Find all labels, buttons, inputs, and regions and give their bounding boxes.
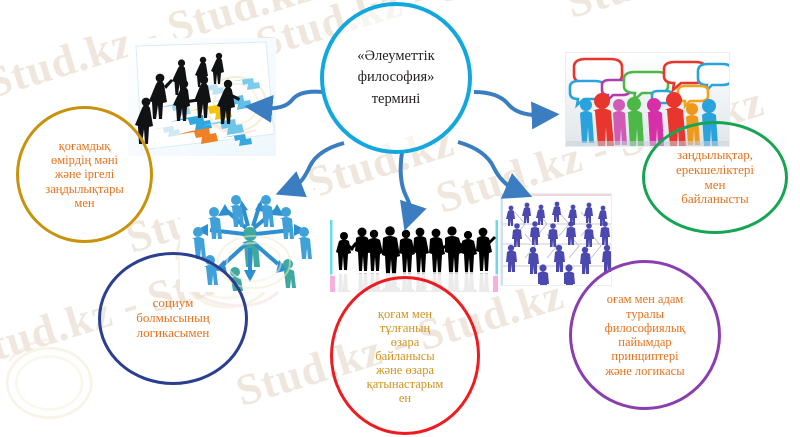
node-right-top[interactable]: заңдылықтар, ерекшеліктері мен байланыст… (642, 121, 788, 234)
node-right-bottom-label: оғам мен адам туралы философиялық пайымд… (604, 292, 686, 378)
brand-logo-watermark (5, 337, 93, 420)
node-right-bottom[interactable]: оғам мен адам туралы философиялық пайымд… (569, 260, 721, 410)
image-people-grid (500, 193, 612, 286)
arrow-center-to-grid (457, 140, 533, 199)
arrow-center-to-speech (473, 90, 560, 130)
arrow-center-to-network (275, 141, 345, 198)
node-center-bottom[interactable]: қоғам мен тұлғаның өзара байланысы және … (330, 276, 480, 435)
image-businessmen-puzzle (128, 38, 276, 156)
node-left-bottom[interactable]: социум болмысының логикасымен (98, 252, 248, 385)
node-left-top[interactable]: қоғамдық өмірдің мәні және іргелі заңдыл… (16, 106, 153, 243)
node-left-top-label: қоғамдық өмірдің мәні және іргелі заңдыл… (45, 138, 124, 210)
node-central-term-label: «Әлеуметтік философия» термині (357, 48, 435, 107)
node-left-bottom-label: социум болмысының логикасымен (136, 295, 210, 340)
node-central-term[interactable]: «Әлеуметтік философия» термині (320, 2, 472, 154)
node-center-bottom-label: қоғам мен тұлғаның өзара байланысы және … (366, 306, 444, 405)
watermark-text: Stud.kz - Stud.kz (560, 0, 800, 29)
node-right-top-label: заңдылықтар, ерекшеліктері мен байланыст… (676, 146, 754, 207)
arrow-center-to-crowd (398, 151, 427, 231)
